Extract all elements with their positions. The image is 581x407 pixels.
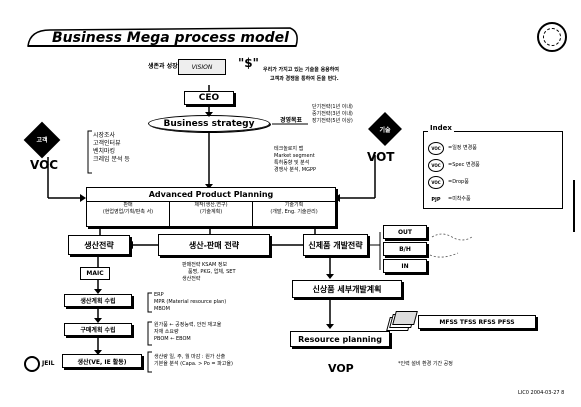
company-seal-icon	[537, 22, 567, 52]
maic-box: MAIC	[80, 267, 110, 280]
vot-badge-text: 기술	[375, 125, 395, 134]
growth-label: 생존과 성장	[148, 63, 178, 71]
voc-item: 시장조사	[93, 132, 130, 140]
prod-item: MBOM	[154, 306, 226, 313]
ops-items: 생산량 일, 주, 월 마감 : 원가 산출 기본율 분석 (Capa. > P…	[154, 354, 233, 368]
voc-circle-icon: VOC	[428, 159, 444, 172]
purchase-item: PBOM ← EBOM	[154, 336, 221, 343]
company-logo-icon	[24, 356, 40, 372]
docs-badge: MFSS TFSS RFSS PFSS	[418, 315, 536, 329]
page-footer: LIC0 2004-03-27 8	[518, 390, 564, 397]
index-item-text: Spec 변경품	[452, 162, 480, 169]
prod-sales-strategy-box: 생산-판매 전략	[158, 234, 270, 256]
resource-planning-box: Resource planning	[290, 331, 390, 347]
voc-items: 시장조사 고객인터뷰 벤치마킹 크레임 분석 등	[93, 132, 130, 164]
prod-item: MPR (Material resource plan)	[154, 299, 226, 306]
management-goals-list: 단기전략(1년 이내) 중기전략(3년 이내) 장기전략(5년 이상)	[312, 104, 353, 125]
index-item: VOC = Drop품	[428, 174, 480, 191]
management-goals-label: 경영목표	[280, 117, 302, 125]
sales-item: 판매전략 KSAM 정보	[182, 262, 236, 269]
index-item-text: 일정 변경품	[452, 145, 477, 152]
vision-note-line2: 고객과 경쟁을 통하여 돈을 번다.	[270, 76, 339, 83]
voc-label: VOC	[30, 158, 58, 172]
sales-items: 판매전략 KSAM 정보 품명, PKG, 업체, SET 생산전략	[182, 262, 236, 283]
voc-item: 벤치마킹	[93, 148, 130, 156]
sales-item: 생산전략	[182, 276, 236, 283]
purchase-items: 원가품 ← 공정능력, 안전 재고율 자재 소요량 PBOM ← EBOM	[154, 322, 221, 343]
business-strategy-oval: Business strategy	[148, 115, 270, 132]
vot-items: 테크놀로지 맵 Market segment 특허동향 및 분석 경쟁사 분석,…	[274, 146, 316, 174]
app-col-manufacturing: 제작(생산,연구) (기술계획)	[170, 202, 253, 226]
index-item: VOC = Spec 변경품	[428, 157, 480, 174]
purchase-item: 원가품 ← 공정능력, 안전 재고율	[154, 322, 221, 329]
purchase-item: 자재 소요량	[154, 329, 221, 336]
production-plan-box: 생산계획 수립	[64, 294, 132, 307]
ops-item: 기본율 분석 (Capa. > Po = 파고율)	[154, 361, 233, 368]
voc-circle-icon: VOC	[428, 176, 444, 189]
ops-item: 생산량 일, 주, 월 마감 : 원가 산출	[154, 354, 233, 361]
index-item-text: Drop품	[452, 179, 469, 186]
flow-stack: OUT B/H IN	[383, 225, 427, 273]
voc-circle-icon: VOC	[428, 142, 444, 155]
flow-in: IN	[383, 259, 427, 273]
vot-label: VOT	[367, 150, 394, 164]
purchase-plan-box: 구매계획 수립	[64, 323, 132, 336]
index-item: VOC = 일정 변경품	[428, 140, 480, 157]
app-col-tech-planning: 기술기획 (개발, Eng. 기술관리)	[253, 202, 335, 226]
vision-stamp: VISION	[178, 59, 226, 75]
page-title: Business Mega process model	[52, 30, 289, 46]
goal-item: 중기전략(3년 이내)	[312, 111, 353, 118]
ceo-box: CEO	[184, 91, 234, 105]
prod-item: ERP	[154, 292, 226, 299]
vop-label: VOP	[328, 362, 354, 375]
goal-item: 장기전략(5년 이상)	[312, 118, 353, 125]
vot-item: 경쟁사 분석, MGPP	[274, 167, 316, 174]
index-item: PJP = 미착수품	[428, 191, 480, 208]
index-item-text: 미착수품	[452, 196, 470, 203]
new-product-strategy-box: 신제품 개발전략	[303, 234, 368, 256]
vop-note: *인력 설비 환경 기간 공정	[398, 361, 453, 368]
voc-item: 고객인터뷰	[93, 140, 130, 148]
app-col-sales: 판매 (현업영업/기획/판촉 서)	[87, 202, 170, 226]
goal-item: 단기전략(1년 이내)	[312, 104, 353, 111]
voc-badge-text: 고객	[31, 135, 53, 144]
dollar-quote: "$"	[238, 56, 259, 70]
vision-note-line1: 우리가 가지고 있는 기술을 응용하여	[263, 67, 339, 74]
index-legend: Index VOC = 일정 변경품 VOC = Spec 변경품 VOC = …	[423, 131, 563, 209]
production-strategy-box: 생산전략	[68, 235, 130, 255]
vot-item: 테크놀로지 맵	[274, 146, 316, 153]
flow-out: OUT	[383, 225, 427, 239]
voc-item: 크레임 분석 등	[93, 156, 130, 164]
prod-items: ERP MPR (Material resource plan) MBOM	[154, 292, 226, 313]
app-box: Advanced Product Planning 판매 (현업영업/기획/판촉…	[86, 187, 336, 227]
sales-item: 품명, PKG, 업체, SET	[182, 269, 236, 276]
pjp-badge: PJP	[428, 197, 444, 203]
document-stack-icon	[388, 311, 418, 333]
production-ops-box: 생산(VE, IE 활동)	[62, 354, 142, 368]
logo-text: JEIL	[42, 360, 54, 367]
flow-bh: B/H	[383, 242, 427, 256]
index-title: Index	[428, 124, 454, 132]
app-title: Advanced Product Planning	[87, 188, 335, 202]
new-detail-plan-box: 신상품 세부개발계획	[292, 280, 402, 298]
vot-item: Market segment	[274, 153, 316, 160]
vot-item: 특허동향 및 분석	[274, 160, 316, 167]
